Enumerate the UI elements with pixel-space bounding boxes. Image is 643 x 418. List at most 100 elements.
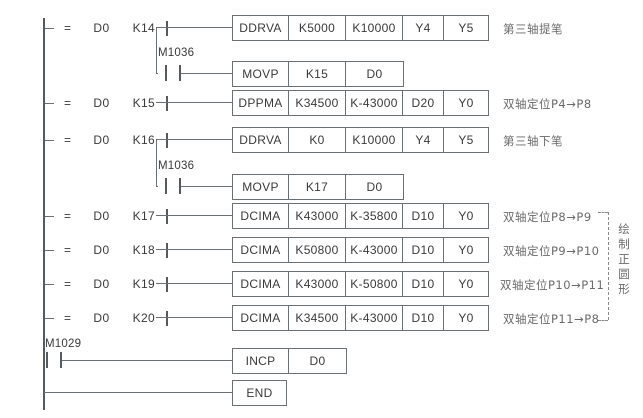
- compare-contact-rung-4[interactable]: = D0 K17: [43, 206, 169, 226]
- instruction-operand-1: K43000: [289, 204, 346, 228]
- contact-blade-left: [43, 20, 45, 36]
- compare-operator: =: [64, 311, 72, 325]
- contact-blade-right: [60, 352, 62, 368]
- rung-wire-8: [70, 360, 233, 361]
- instruction-block-ddrva-2[interactable]: DDRVA K0 K10000 Y4 Y5: [232, 127, 489, 153]
- branch-contact-label-m1036-2: M1036: [158, 160, 195, 172]
- branch-wire-2b: [189, 186, 233, 187]
- instruction-mnemonic: DCIMA: [233, 238, 289, 262]
- compare-operand-1: D0: [93, 21, 110, 35]
- contact-blade-left: [43, 132, 45, 148]
- contact-blade-right: [179, 65, 181, 81]
- instruction-operand-3: D20: [403, 91, 444, 115]
- instruction-operand-1: D0: [309, 354, 326, 368]
- rung-wire-7: [156, 317, 233, 318]
- compare-contact-rung-7[interactable]: = D0 K20: [43, 308, 169, 328]
- contact-m1036-1[interactable]: [165, 65, 189, 81]
- annotation-rung-4: 双轴定位P8→P9: [503, 210, 592, 224]
- compare-operator: =: [64, 243, 72, 257]
- compare-operator: =: [64, 277, 72, 291]
- instruction-operand-4: Y0: [458, 311, 474, 325]
- instruction-operand-3: Y4: [403, 128, 444, 152]
- instruction-operand-4: Y0: [458, 277, 474, 291]
- instruction-block-movp-2[interactable]: MOVP K17 D0: [232, 174, 404, 200]
- contact-label-m1029: M1029: [45, 338, 82, 350]
- contact-lead: [45, 317, 54, 319]
- contact-lead: [45, 215, 54, 217]
- contact-blade-right: [179, 178, 181, 194]
- instruction-block-dcima-1[interactable]: DCIMA K43000 K-35800 D10 Y0: [232, 203, 489, 229]
- bracket-label-char-1: 绘: [618, 222, 630, 236]
- compare-contact-rung-1[interactable]: = D0 K14: [43, 18, 169, 38]
- contact-m1029[interactable]: [46, 352, 70, 368]
- annotation-rung-1: 第三轴提笔: [503, 22, 563, 36]
- instruction-operand-3: D10: [403, 204, 444, 228]
- contact-lead-right: [62, 360, 70, 361]
- instruction-mnemonic: MOVP: [233, 62, 289, 86]
- instruction-block-incp[interactable]: INCP D0: [232, 348, 347, 374]
- rung-wire-4: [156, 215, 233, 216]
- contact-blade-left: [43, 208, 45, 224]
- instruction-operand-2: K10000: [346, 16, 403, 40]
- annotation-rung-5: 双轴定位P9→P10: [503, 244, 600, 258]
- instruction-operand-3: D10: [403, 306, 444, 330]
- instruction-operand-1: K15: [289, 62, 346, 86]
- compare-operand-1: D0: [93, 311, 110, 325]
- contact-lead: [45, 102, 54, 104]
- instruction-block-dcima-3[interactable]: DCIMA K43000 K-50800 D10 Y0: [232, 271, 489, 297]
- compare-operand-1: D0: [93, 209, 110, 223]
- contact-blade-left: [165, 65, 167, 81]
- instruction-block-ddrva-1[interactable]: DDRVA K5000 K10000 Y4 Y5: [232, 15, 489, 41]
- compare-operand-2: K19: [132, 277, 156, 291]
- contact-blade-right: [166, 310, 169, 326]
- compare-contact-rung-3[interactable]: = D0 K16: [43, 130, 169, 150]
- instruction-mnemonic: DDRVA: [233, 128, 289, 152]
- instruction-operand-3: D10: [403, 238, 444, 262]
- compare-operand-1: D0: [93, 277, 110, 291]
- contact-blade-right: [166, 20, 169, 36]
- contact-blade-left: [165, 178, 167, 194]
- branch-wire-1: [156, 73, 158, 74]
- instruction-block-dppma[interactable]: DPPMA K34500 K-43000 D20 Y0: [232, 90, 489, 116]
- compare-operand-1: D0: [93, 133, 110, 147]
- instruction-mnemonic: DCIMA: [233, 306, 289, 330]
- instruction-block-movp-1[interactable]: MOVP K15 D0: [232, 61, 404, 87]
- contact-blade-right: [166, 208, 169, 224]
- instruction-block-dcima-2[interactable]: DCIMA K50800 K-43000 D10 Y0: [232, 237, 489, 263]
- compare-contact-rung-2[interactable]: = D0 K15: [43, 93, 169, 113]
- instruction-operand-2: K-50800: [346, 272, 403, 296]
- contact-lead: [45, 249, 54, 251]
- instruction-mnemonic: END: [246, 386, 273, 400]
- instruction-block-dcima-4[interactable]: DCIMA K34500 K-43000 D10 Y0: [232, 305, 489, 331]
- contact-blade-left: [43, 276, 45, 292]
- branch-drop-1: [156, 27, 157, 73]
- instruction-mnemonic: DDRVA: [233, 16, 289, 40]
- instruction-mnemonic: DPPMA: [233, 91, 289, 115]
- compare-operand-2: K15: [132, 96, 156, 110]
- contact-blade-right: [166, 132, 169, 148]
- instruction-operand-2: K-43000: [346, 238, 403, 262]
- rung-wire-3: [156, 139, 233, 140]
- bracket-label-char-4: 圆: [618, 267, 630, 281]
- contact-blade-right: [166, 276, 169, 292]
- instruction-operand-4: Y5: [458, 133, 474, 147]
- compare-contact-rung-6[interactable]: = D0 K19: [43, 274, 169, 294]
- instruction-operand-2: K10000: [346, 128, 403, 152]
- compare-contact-rung-5[interactable]: = D0 K18: [43, 240, 169, 260]
- compare-operand-1: D0: [93, 96, 110, 110]
- instruction-operand-4: Y0: [458, 209, 474, 223]
- instruction-operand-2: K-43000: [346, 306, 403, 330]
- compare-operand-2: K20: [132, 311, 156, 325]
- instruction-operand-3: D10: [403, 272, 444, 296]
- instruction-block-end[interactable]: END: [232, 380, 287, 406]
- instruction-mnemonic: MOVP: [233, 175, 289, 199]
- bracket-label-char-2: 制: [618, 237, 630, 251]
- instruction-mnemonic: DCIMA: [233, 204, 289, 228]
- bracket-arm-top: [598, 212, 608, 214]
- rung-wire-1: [156, 27, 233, 28]
- contact-m1036-2[interactable]: [165, 178, 189, 194]
- instruction-operand-4: Y0: [458, 96, 474, 110]
- bracket-label-char-3: 正: [618, 252, 630, 266]
- instruction-operand-1: K50800: [289, 238, 346, 262]
